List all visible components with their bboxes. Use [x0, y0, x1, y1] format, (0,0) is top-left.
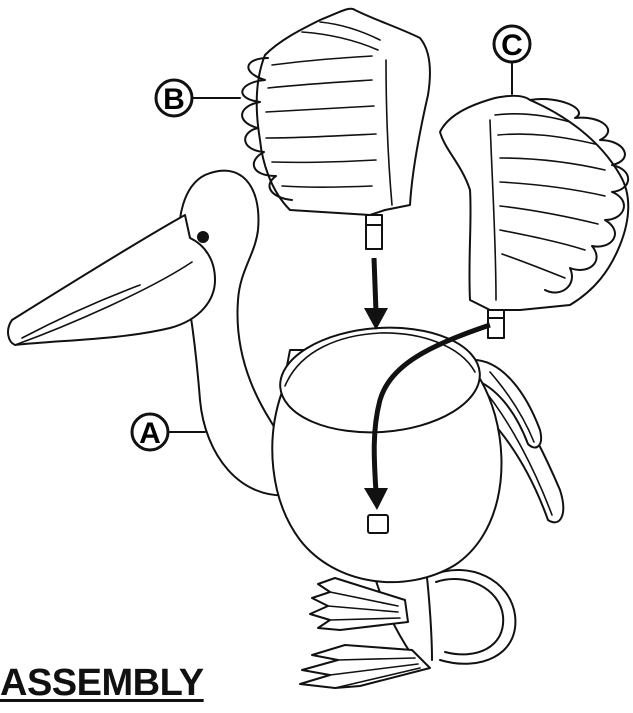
left-wing [242, 9, 430, 249]
callout-a: A [132, 414, 205, 450]
right-wing [440, 96, 628, 338]
assembly-heading: ASSEMBLY [0, 662, 204, 710]
wing-socket [368, 515, 388, 533]
callout-a-label: A [139, 417, 161, 450]
right-wing-peg [488, 310, 504, 338]
callout-c: C [494, 26, 530, 94]
pelican-eye [197, 231, 209, 243]
left-wing-peg [366, 215, 382, 249]
callout-c-label: C [501, 29, 523, 62]
insert-arrow-b [364, 258, 388, 330]
callout-b: B [156, 80, 240, 116]
callout-b-label: B [163, 83, 185, 116]
